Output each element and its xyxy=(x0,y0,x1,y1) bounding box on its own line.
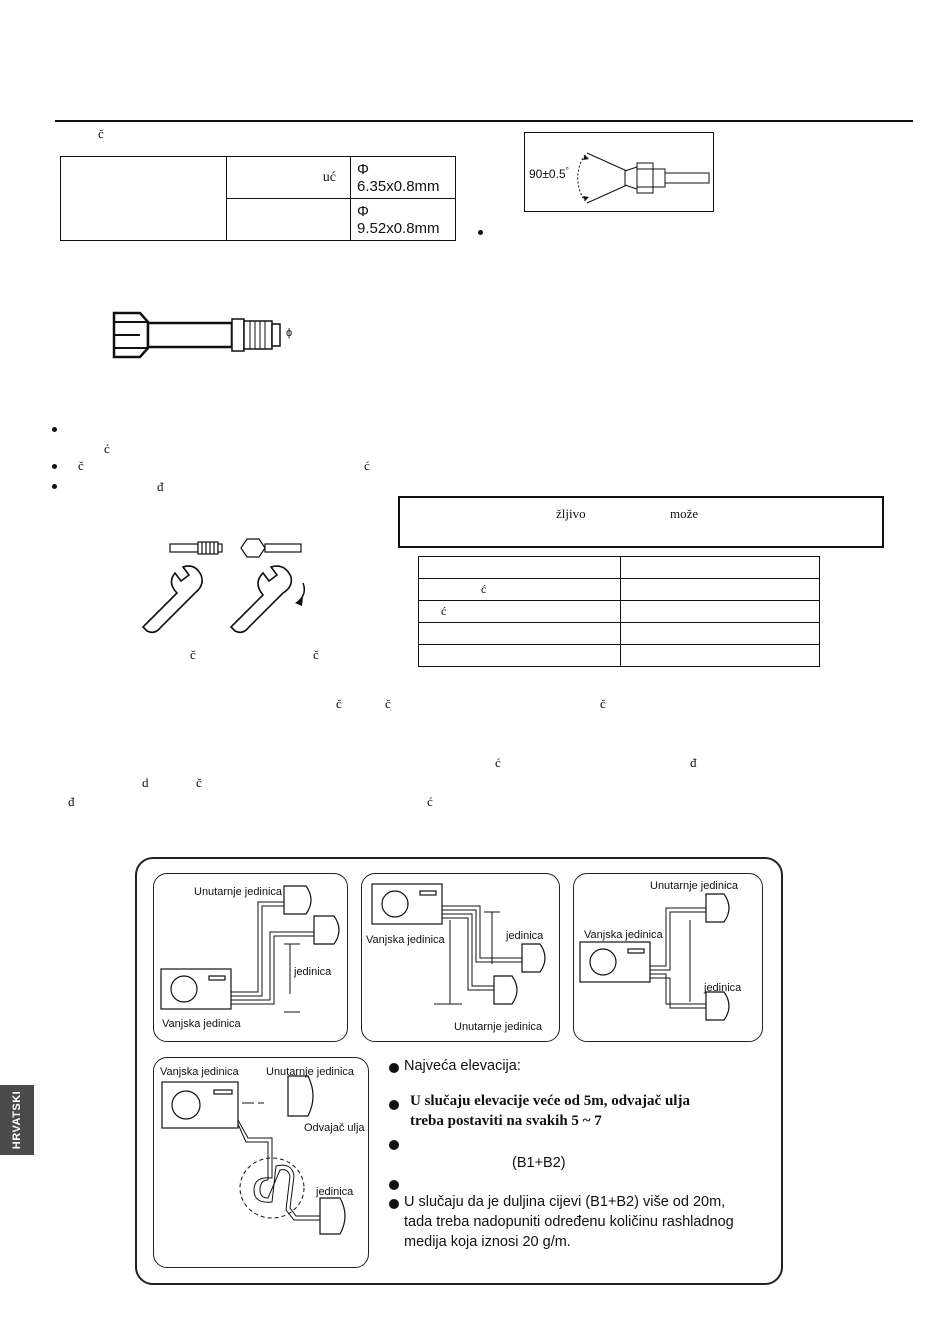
note-refrigerant-2: tada treba nadopuniti određenu količinu … xyxy=(404,1214,734,1230)
diagram-panel-2: Vanjska jedinica jedinica Unutarnje jedi… xyxy=(361,873,560,1042)
warning-box: žljivo može xyxy=(398,496,884,548)
diagram-panel-1: Unutarnje jedinica jedinica Vanjska jedi… xyxy=(153,873,348,1042)
para-fragment: ć xyxy=(495,755,501,770)
note-bullet xyxy=(389,1180,399,1190)
torque-cell xyxy=(418,644,621,667)
note-refrigerant-3: medija koja iznosi 20 g/m. xyxy=(404,1234,571,1250)
para-fragment: č xyxy=(196,775,202,790)
warning-fragment: žljivo xyxy=(556,506,586,521)
pipe-table-label-empty xyxy=(226,198,351,241)
para-fragment: đ xyxy=(68,794,75,809)
torque-cell xyxy=(620,644,820,667)
indoor-unit-label: Unutarnje jedinica xyxy=(194,886,283,898)
torque-cell xyxy=(620,622,820,645)
torque-cell xyxy=(620,556,820,579)
phi-symbol: Φ xyxy=(357,160,369,178)
torque-table: ć ć xyxy=(418,556,820,667)
indoor-unit-label: Unutarnje jedinica xyxy=(266,1066,355,1078)
panel-4-drawing xyxy=(161,1075,346,1235)
bullet-dot xyxy=(52,464,57,469)
para-fragment: č xyxy=(385,696,391,711)
bullet-dot xyxy=(478,230,483,235)
bullet-dot xyxy=(52,427,57,432)
warning-fragment: može xyxy=(670,506,699,521)
pipe-size-table: uć Φ 6.35x0.8mm Φ 9.52x0.8mm xyxy=(60,156,456,241)
header-fragment: č xyxy=(98,126,104,141)
height-label: jedinica xyxy=(316,1186,354,1198)
diagram-panel-4: Vanjska jedinica Unutarnje jedinica Odva… xyxy=(153,1057,369,1268)
phi-symbol: Φ xyxy=(357,202,369,220)
para-fragment: đ xyxy=(690,755,697,770)
flare-angle-label: 90±0.5° xyxy=(529,166,569,181)
torque-cell: ć xyxy=(418,600,621,623)
liquid-pipe-size: 6.35x0.8mm xyxy=(357,177,440,195)
note-refrigerant-1: U slučaju da je duljina cijevi (B1+B2) v… xyxy=(404,1194,726,1210)
para-fragment: č xyxy=(336,696,342,711)
gas-pipe-size: 9.52x0.8mm xyxy=(357,219,440,237)
flare-angle-value: 90±0.5 xyxy=(529,167,566,181)
outdoor-unit-label: Vanjska jedinica xyxy=(584,929,663,941)
height-label: jedinica xyxy=(506,930,544,942)
torque-cell: ć xyxy=(418,578,621,601)
note-bullet xyxy=(389,1140,399,1150)
pipe-table-value-liquid: Φ 6.35x0.8mm xyxy=(350,156,456,199)
bullet-dot xyxy=(52,484,57,489)
note-bullet xyxy=(389,1199,399,1209)
indoor-unit-label: Unutarnje jedinica xyxy=(454,1021,543,1033)
bullet-fragment: ć xyxy=(104,441,110,456)
flare-nut-figure xyxy=(112,311,281,359)
pipe-table-label: uć xyxy=(226,156,351,199)
para-fragment: d xyxy=(142,775,149,790)
flare-angle-figure: 90±0.5° xyxy=(524,132,714,212)
diagram-panel-3: Unutarnje jedinica Vanjska jedinica jedi… xyxy=(573,873,763,1042)
indoor-unit-label: Unutarnje jedinica xyxy=(650,880,739,892)
header-rule xyxy=(55,120,913,122)
flare-angle-drawing xyxy=(577,152,710,204)
language-tab: HRVATSKI xyxy=(0,1085,34,1155)
panel-3-drawing xyxy=(579,893,730,1021)
wrench-caption-left: č xyxy=(190,647,196,662)
note-max-elevation: Najveća elevacija: xyxy=(404,1058,521,1074)
note-bullet xyxy=(389,1100,399,1110)
torque-cell xyxy=(418,556,621,579)
pipe-table-value-gas: Φ 9.52x0.8mm xyxy=(350,198,456,241)
torque-cell xyxy=(620,578,820,601)
bullet-fragment: đ xyxy=(157,479,164,494)
para-fragment: ć xyxy=(427,794,433,809)
note-oil-separator-1: U slučaju elevacije veće od 5m, odvajač … xyxy=(410,1093,690,1109)
outdoor-unit-label: Vanjska jedinica xyxy=(160,1066,239,1078)
note-bullet xyxy=(389,1063,399,1073)
torque-cell xyxy=(620,600,820,623)
bullet-fragment: ć xyxy=(364,458,370,473)
outdoor-unit-label: Vanjska jedinica xyxy=(366,934,445,946)
wrench-figure xyxy=(141,538,306,634)
para-fragment: č xyxy=(600,696,606,711)
oil-separator-label: Odvajač ulja xyxy=(304,1122,365,1134)
note-oil-separator-2: treba postaviti na svakih 5 ~ 7 xyxy=(410,1113,602,1129)
torque-cell xyxy=(418,622,621,645)
degree-symbol: ° xyxy=(565,166,569,175)
bullet-fragment: č xyxy=(78,458,84,473)
wrench-caption-right: č xyxy=(313,647,319,662)
panel-1-drawing xyxy=(160,885,340,1013)
pipe-table-empty-cell xyxy=(60,156,227,241)
note-pipe-length: (B1+B2) xyxy=(512,1155,566,1171)
height-label: jedinica xyxy=(704,982,742,994)
panel-2-drawing xyxy=(371,883,546,1005)
outdoor-unit-label: Vanjska jedinica xyxy=(162,1018,241,1030)
language-tab-label: HRVATSKI xyxy=(11,1090,23,1150)
flare-nut-phi: ϕ xyxy=(286,327,293,339)
height-label: jedinica xyxy=(294,966,332,978)
